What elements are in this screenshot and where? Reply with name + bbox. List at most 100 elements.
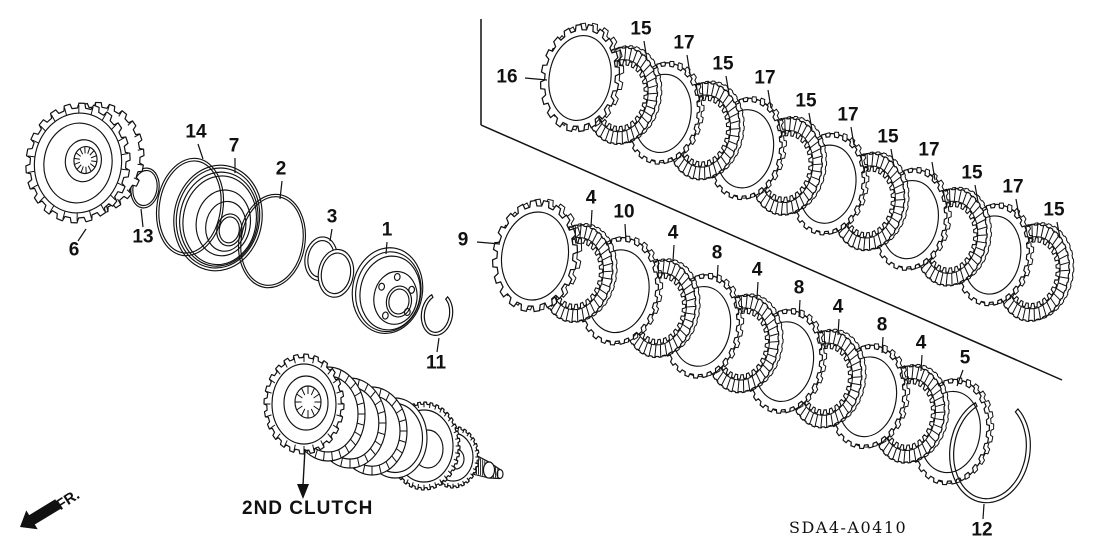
callout-9[interactable]: 9 <box>457 229 469 251</box>
part-14-seal-ring <box>155 157 225 257</box>
leader-line-2 <box>279 180 283 200</box>
ellipse-edge <box>403 307 411 317</box>
ellipse-edge <box>182 175 257 266</box>
callout-8[interactable]: 8 <box>793 277 805 299</box>
callout-4[interactable]: 4 <box>832 296 844 318</box>
leader-line-4 <box>920 354 923 372</box>
leader-line-4 <box>837 318 840 336</box>
callout-6[interactable]: 6 <box>68 239 80 261</box>
ellipse-edge <box>33 112 123 214</box>
callout-8[interactable]: 8 <box>711 242 723 264</box>
ellipse-edge <box>359 255 421 331</box>
ellipse-edge <box>240 196 304 286</box>
part-11-snap-ring <box>420 293 454 337</box>
callout-17[interactable]: 17 <box>673 32 695 54</box>
ellipse-edge <box>195 189 252 257</box>
ellipse-edge <box>271 363 337 445</box>
ellipse-edge <box>482 461 496 479</box>
ellipse-edge <box>320 252 352 295</box>
callout-17[interactable]: 17 <box>754 67 776 89</box>
ellipse-edge <box>408 285 416 294</box>
callout-17[interactable]: 17 <box>1002 176 1024 198</box>
callout-7[interactable]: 7 <box>228 135 240 157</box>
callout-8[interactable]: 8 <box>876 314 888 336</box>
ellipse-edge <box>317 248 355 298</box>
leader-line-15 <box>890 148 895 167</box>
gear-outer <box>539 23 621 133</box>
leader-line-9 <box>476 241 501 245</box>
leader-line-8 <box>716 264 719 283</box>
leader-line-15 <box>808 112 813 131</box>
hatch-ticks <box>74 146 97 174</box>
ellipse-edge <box>158 160 222 254</box>
section-lines <box>480 19 1063 381</box>
ellipse-edge <box>175 167 261 269</box>
callout-14[interactable]: 14 <box>185 121 207 143</box>
callout-5[interactable]: 5 <box>959 347 971 369</box>
callout-4[interactable]: 4 <box>667 222 679 244</box>
snap-ring-body <box>420 293 454 337</box>
part-6-clutch-drum <box>25 101 145 224</box>
part-3-seal-rings <box>304 236 355 298</box>
callout-4[interactable]: 4 <box>751 259 763 281</box>
callout-12[interactable]: 12 <box>971 519 993 541</box>
hatch-ticks <box>295 386 321 418</box>
ellipse-edge <box>205 200 247 252</box>
callout-4[interactable]: 4 <box>915 332 927 354</box>
assembly-pointer-arrow <box>297 448 309 499</box>
callout-17[interactable]: 17 <box>837 104 859 126</box>
part-12-snap-ring <box>949 401 1031 504</box>
callout-15[interactable]: 15 <box>630 18 652 40</box>
ellipse-edge <box>238 193 306 289</box>
fr-arrow-shape <box>20 499 61 530</box>
callout-17[interactable]: 17 <box>918 139 940 161</box>
callout-15[interactable]: 15 <box>877 126 899 148</box>
part-2-o-ring <box>238 193 306 289</box>
leader-line-17 <box>1015 198 1020 217</box>
callout-15[interactable]: 15 <box>712 53 734 75</box>
callout-1[interactable]: 1 <box>381 219 393 241</box>
pointer-head <box>297 484 309 499</box>
callout-10[interactable]: 10 <box>613 201 635 223</box>
leader-line-4 <box>590 209 593 228</box>
leader-lines <box>77 40 1061 520</box>
part-7-clutch-piston <box>173 164 263 272</box>
leader-line-13 <box>140 208 144 228</box>
leader-line-4 <box>756 281 759 299</box>
leader-line-17 <box>931 161 936 181</box>
callout-16[interactable]: 16 <box>496 66 518 88</box>
callout-3[interactable]: 3 <box>326 206 338 228</box>
leader-line-5 <box>956 369 964 387</box>
leader-line-15 <box>725 75 730 95</box>
ellipse-edge <box>351 247 424 334</box>
snap-ring-body <box>949 401 1031 504</box>
part-9-gear <box>491 198 583 313</box>
leader-line-12 <box>982 503 985 520</box>
callout-15[interactable]: 15 <box>795 90 817 112</box>
ellipse-edge <box>155 157 225 257</box>
callout-13[interactable]: 13 <box>132 226 154 248</box>
leader-line-10 <box>624 223 627 242</box>
leader-line-14 <box>197 143 204 160</box>
ellipse-edge <box>216 213 243 247</box>
leader-line-15 <box>643 40 648 61</box>
top-plate-stack <box>539 22 1075 323</box>
hatch-ticks <box>27 104 129 222</box>
callout-2[interactable]: 2 <box>275 158 287 180</box>
leader-line-17 <box>850 126 855 146</box>
callout-15[interactable]: 15 <box>961 162 983 184</box>
ellipse-edge <box>378 282 386 291</box>
second-clutch-assembly <box>263 353 504 491</box>
ellipse-edge <box>173 164 263 272</box>
callout-4[interactable]: 4 <box>585 187 597 209</box>
leader-line-1 <box>385 241 388 255</box>
part-16-gear <box>539 22 625 133</box>
leader-line-6 <box>77 228 87 242</box>
callout-11[interactable]: 11 <box>425 352 447 374</box>
ellipse-edge <box>179 171 259 267</box>
callout-15[interactable]: 15 <box>1043 199 1065 221</box>
ellipse-edge <box>43 122 113 204</box>
mid-disc-stack <box>491 198 995 486</box>
leader-line-17 <box>686 54 691 75</box>
